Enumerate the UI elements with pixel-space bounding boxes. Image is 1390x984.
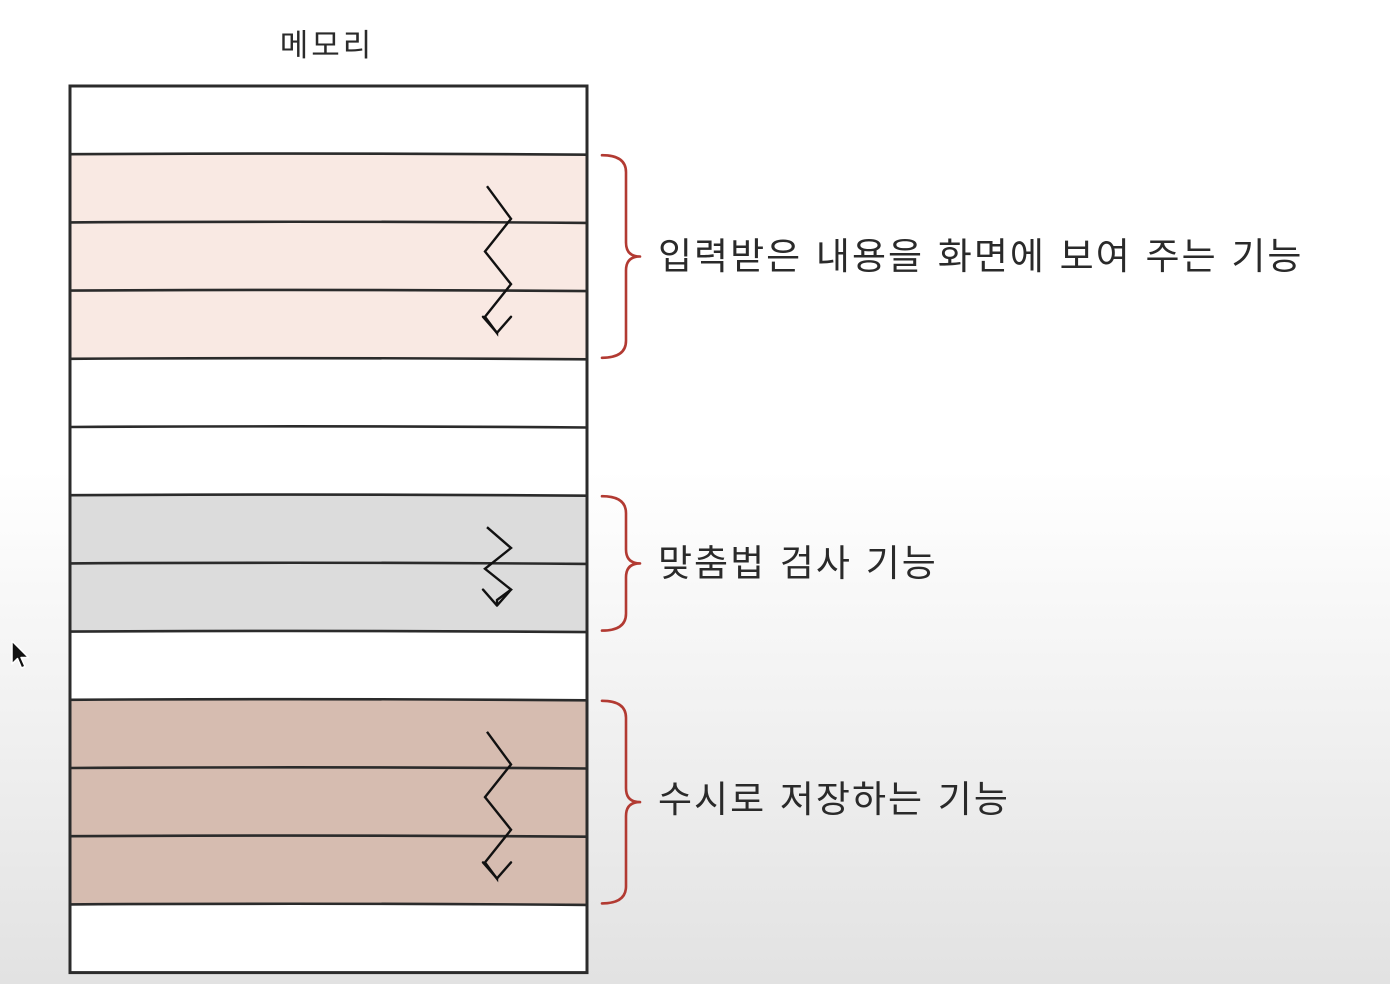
memory-slot <box>70 904 587 973</box>
memory-slot <box>70 699 587 768</box>
mouse-pointer-icon <box>11 640 30 669</box>
slot-divider <box>68 220 589 225</box>
slot-divider <box>68 697 589 702</box>
memory-slot <box>70 768 587 837</box>
memory-title: 메모리 <box>279 28 375 64</box>
slot-divider <box>68 493 589 497</box>
memory-slot <box>70 836 587 905</box>
memory-outline <box>68 84 589 975</box>
group-label-display: 입력받은 내용을 화면에 보여 주는 기능 <box>658 235 1304 278</box>
curly-brace-icon <box>600 153 642 360</box>
curly-brace-icon <box>600 494 642 632</box>
arrow-head-icon <box>481 588 513 607</box>
slot-divider <box>68 834 589 838</box>
slot-divider <box>68 561 589 566</box>
slot-divider <box>68 152 589 156</box>
slot-divider <box>68 425 589 429</box>
slot-divider <box>68 356 589 361</box>
memory-slot <box>70 495 587 564</box>
zigzag-down-arrow-icon <box>483 526 513 606</box>
memory-slot <box>70 222 587 291</box>
slot-divider <box>68 288 589 293</box>
memory-slot <box>70 154 587 223</box>
arrow-head-icon <box>481 315 513 334</box>
memory-slot <box>70 86 587 155</box>
arrow-head-icon <box>481 861 513 880</box>
curly-brace-icon <box>600 699 642 905</box>
memory-slot <box>70 427 587 496</box>
group-label-spellcheck: 맞춤법 검사 기능 <box>658 542 938 585</box>
group-label-autosave: 수시로 저장하는 기능 <box>658 778 1010 821</box>
memory-slot <box>70 631 587 700</box>
slot-divider <box>68 902 589 907</box>
slot-divider <box>68 629 589 634</box>
memory-slot <box>70 358 587 427</box>
slot-divider <box>68 766 589 770</box>
memory-slot <box>70 290 587 359</box>
memory-slot <box>70 563 587 632</box>
